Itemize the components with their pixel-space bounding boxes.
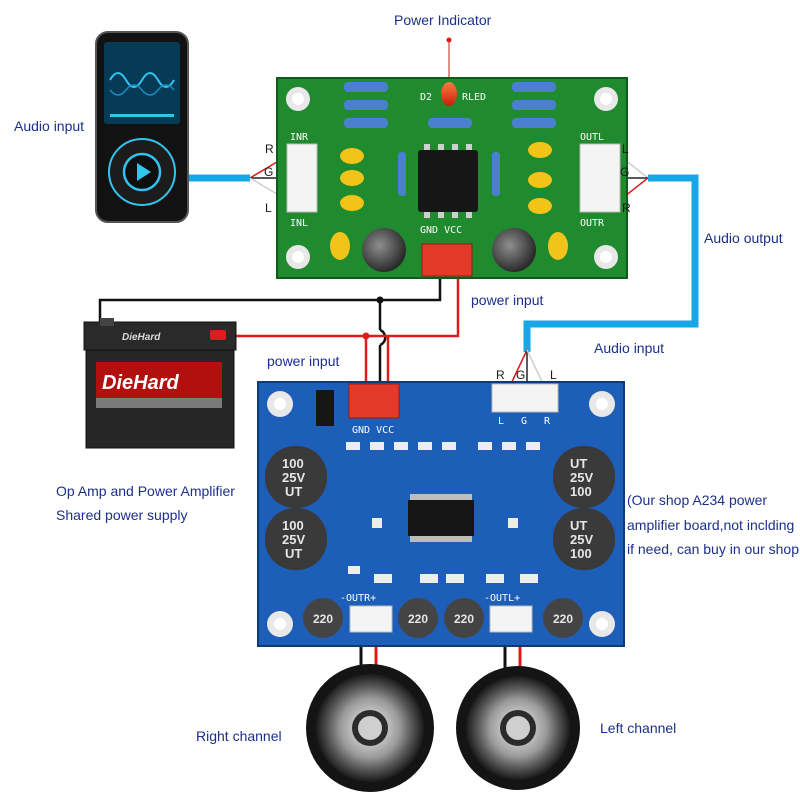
battery-brand-main: DieHard <box>102 372 179 394</box>
preamp-output-connector <box>579 143 621 213</box>
preamp-in-pin-r: R <box>265 142 274 156</box>
svg-text:220: 220 <box>553 612 573 626</box>
svg-text:220: 220 <box>313 612 333 626</box>
svg-text:25V: 25V <box>282 470 305 485</box>
amp-in-pin-r: R <box>496 368 505 382</box>
shop-note-line3: if need, can buy in our shop <box>627 541 799 557</box>
op-amp-note-line1: Op Amp and Power Amplifier <box>56 483 235 499</box>
right-speaker-terminal <box>349 605 393 633</box>
left-channel-label: Left channel <box>600 720 676 736</box>
electrolytic-cap-left <box>362 228 406 272</box>
preamp-out-pin-l: L <box>622 142 629 156</box>
outl-terminal-label: -OUTL+ <box>484 593 520 604</box>
power-led <box>441 82 457 106</box>
shop-note-line2: amplifier board,not inclding <box>627 517 794 533</box>
resistor-array <box>344 82 556 196</box>
inr-label: INR <box>290 132 309 143</box>
svg-text:100: 100 <box>282 456 304 471</box>
left-speaker-terminal <box>489 605 533 633</box>
audio-input-label-left: Audio input <box>14 118 84 134</box>
svg-text:25V: 25V <box>570 532 593 547</box>
svg-text:220: 220 <box>408 612 428 626</box>
battery-brand-top: DieHard <box>122 332 161 343</box>
d2-label: D2 <box>420 92 432 103</box>
outl-label: OUTL <box>580 132 604 143</box>
mp3-player <box>95 31 189 223</box>
power-indicator-label: Power Indicator <box>394 12 492 28</box>
amp-inductor-4: 220 <box>543 598 583 638</box>
amp-board: GND VCC L G R 100 25V UT 100 <box>257 381 625 647</box>
amp-header-pin-g: G <box>521 416 527 427</box>
amp-inductor-3: 220 <box>444 598 484 638</box>
preamp-out-pin-g: G <box>620 165 629 179</box>
right-speaker <box>306 664 434 792</box>
preamp-in-pin-g: G <box>264 165 273 179</box>
audio-input-label-right: Audio input <box>594 340 664 356</box>
op-amp-chip <box>418 150 478 212</box>
amp-header-pin-l: L <box>498 416 504 427</box>
amp-in-pin-l: L <box>550 368 557 382</box>
svg-text:100: 100 <box>570 546 592 561</box>
svg-text:UT: UT <box>285 546 302 561</box>
svg-text:UT: UT <box>570 518 587 533</box>
amp-big-cap-tl: 100 25V UT <box>265 446 327 508</box>
outr-label: OUTR <box>580 218 605 229</box>
amp-chip <box>408 500 474 536</box>
rled-label: RLED <box>462 92 486 103</box>
svg-text:25V: 25V <box>282 532 305 547</box>
amp-big-cap-tr: UT 25V 100 <box>553 446 615 508</box>
amp-power-connector <box>348 383 400 419</box>
amp-big-cap-br: UT 25V 100 <box>553 508 615 570</box>
preamp-power-connector <box>421 243 473 277</box>
car-battery: DieHard DieHard <box>83 318 237 449</box>
audio-output-label: Audio output <box>704 230 783 246</box>
play-icon <box>137 163 151 181</box>
svg-text:UT: UT <box>570 456 587 471</box>
preamp-out-pin-r: R <box>622 201 631 215</box>
inl-label: INL <box>290 218 308 229</box>
amp-header-pin-r: R <box>544 416 551 427</box>
preamp-gnd-vcc-label: GND VCC <box>420 225 462 236</box>
electrolytic-cap-right <box>492 228 536 272</box>
power-input-label-top: power input <box>471 292 543 308</box>
amp-input-connector <box>491 383 559 413</box>
right-channel-label: Right channel <box>196 728 282 744</box>
preamp-in-pin-l: L <box>265 201 272 215</box>
svg-text:100: 100 <box>282 518 304 533</box>
svg-text:UT: UT <box>285 484 302 499</box>
audio-cables <box>178 174 699 352</box>
power-input-label-mid: power input <box>267 353 339 369</box>
preamp-input-connector <box>286 143 318 213</box>
svg-text:25V: 25V <box>570 470 593 485</box>
ceramic-capacitors <box>330 142 568 260</box>
preamp-board: D2 RLED INR INL OUTL OUTR GND VCC <box>276 77 628 279</box>
outr-terminal-label: -OUTR+ <box>340 593 376 604</box>
amp-inductor-1: 220 <box>303 598 343 638</box>
op-amp-note-line2: Shared power supply <box>56 507 188 523</box>
amp-gnd-vcc-label: GND VCC <box>352 425 394 436</box>
shop-note-line1: (Our shop A234 power <box>627 492 767 508</box>
svg-text:220: 220 <box>454 612 474 626</box>
svg-text:100: 100 <box>570 484 592 499</box>
amp-inductor-2: 220 <box>398 598 438 638</box>
amp-big-cap-bl: 100 25V UT <box>265 508 327 570</box>
amp-in-pin-g: G <box>516 368 525 382</box>
left-speaker <box>456 666 580 790</box>
